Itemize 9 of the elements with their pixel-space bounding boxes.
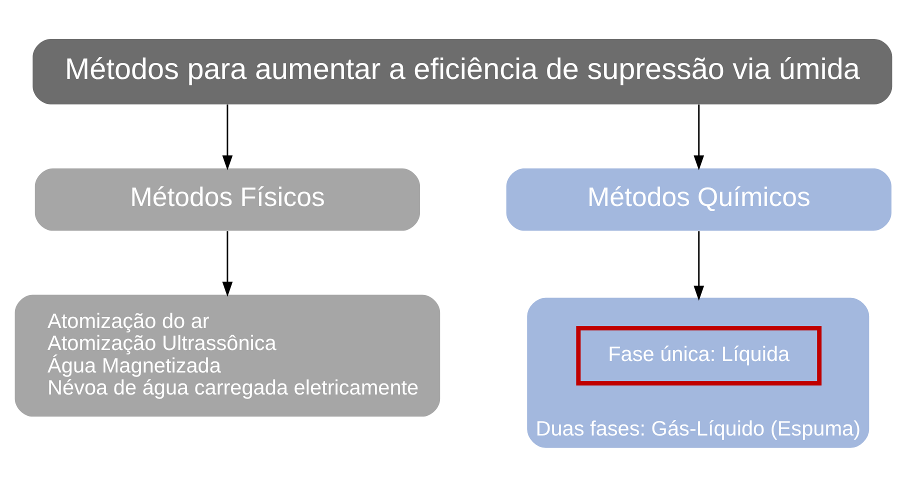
node-box: Fase única: Líquida: [576, 325, 822, 385]
arrow: [222, 230, 233, 296]
node-box: Atomização do ar Atomização Ultrassônica Água Magnetizada Névoa de água carregada eletricamente: [14, 294, 440, 416]
arrow: [694, 230, 704, 300]
arrow: [222, 104, 233, 170]
node-box: Métodos para aumentar a eficiência de supressão via úmida: [32, 38, 892, 104]
arrow: [694, 104, 704, 170]
node-box: Métodos Físicos: [34, 168, 420, 230]
node-box: Métodos Químicos: [506, 168, 892, 230]
